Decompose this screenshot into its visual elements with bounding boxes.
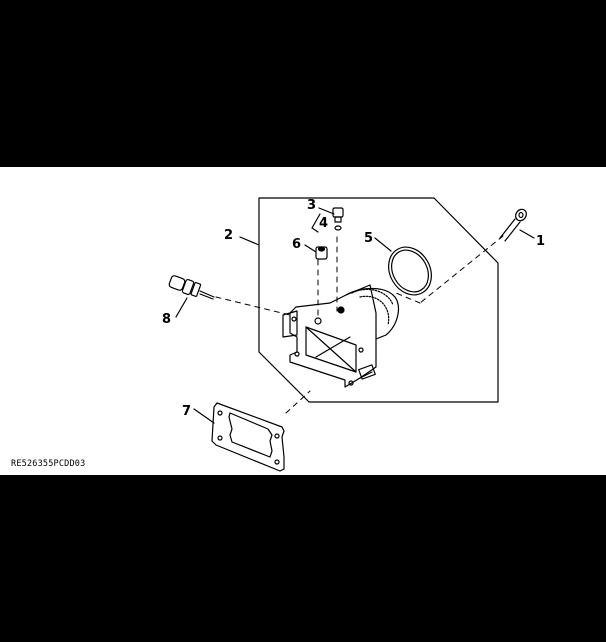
parts-diagram bbox=[168, 197, 535, 472]
part-2-housing bbox=[282, 284, 399, 388]
callout-3[interactable]: 3 bbox=[307, 198, 317, 213]
callout-4[interactable]: 4 bbox=[319, 216, 329, 231]
callout-8[interactable]: 8 bbox=[162, 312, 172, 327]
callout-6[interactable]: 6 bbox=[292, 237, 302, 252]
group-boundary bbox=[258, 197, 499, 403]
figure-id-label: RE526355PCDD03 bbox=[11, 459, 86, 469]
part-5-o-ring bbox=[388, 246, 432, 296]
callout-1[interactable]: 1 bbox=[536, 234, 546, 249]
part-4-o-ring bbox=[334, 225, 342, 231]
part-7-gasket bbox=[211, 402, 285, 472]
callout-5[interactable]: 5 bbox=[364, 231, 374, 246]
part-1-bolt bbox=[499, 208, 527, 242]
callout-2[interactable]: 2 bbox=[224, 228, 234, 243]
part-3-plug bbox=[332, 207, 344, 223]
part-8-sensor bbox=[168, 275, 215, 300]
callout-7[interactable]: 7 bbox=[182, 404, 192, 419]
part-6-fitting bbox=[315, 246, 328, 260]
diagram-panel: 1 2 3 4 5 6 7 8 RE526355PCDD03 bbox=[0, 167, 606, 475]
